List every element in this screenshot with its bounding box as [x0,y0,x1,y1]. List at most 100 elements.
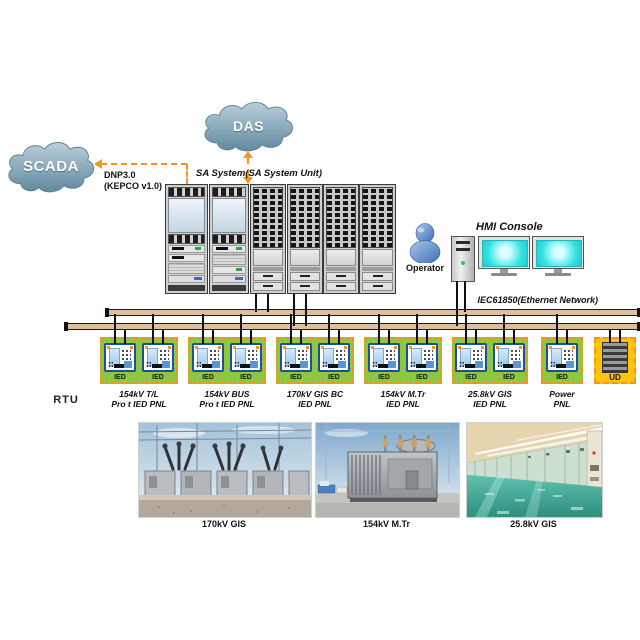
ied-device-label: IED [240,374,252,381]
rack-equipment-strip [168,275,205,284]
ethernet-bus-a [105,308,640,317]
scada-cloud: SCADA [4,137,98,195]
ied-device-label: IED [152,374,164,381]
ethernet-bus-b [64,322,640,331]
photo-caption-2: 154kV M.Tr [362,519,411,529]
rack-module-strip [168,234,205,244]
dnp-dashed-drop [186,164,188,184]
das-label: DAS [232,117,265,134]
rack-panel [290,249,320,267]
ied-device [368,343,400,372]
rack-equipment-strip [212,266,246,275]
photo-258kv-gis [466,422,603,518]
connection-wire [464,281,466,312]
dnp-label: DNP3.0 (KEPCO v1.0) [104,170,176,192]
operator-icon [404,223,446,264]
rack-unit [326,282,356,291]
ied-device-label: IED [465,374,477,381]
rack-base [168,285,205,292]
rack-unit [253,282,283,291]
ied-device [142,343,174,372]
rack-equipment-strip [212,275,246,284]
operator-label: Operator [405,263,444,273]
rack-unit [362,272,393,282]
rack-panel [326,249,356,267]
ied-device-label: IED [290,374,302,381]
rack-contents [168,187,205,292]
hmi-console-title: HMI Console [476,221,543,233]
ied-panel-154kv-bus: IED IED [188,337,266,384]
photo-caption-1: 170kV GIS [201,519,247,529]
ied-panel-170kv-gis-bc: IED IED [276,337,354,384]
rack-disk-grid [253,187,283,249]
dnp-dashed-line [101,163,187,165]
drive-slot [456,241,470,244]
photo-170kv-gis [138,422,312,518]
rack-screen [212,197,246,233]
rack-vent [212,253,246,266]
ied-device [406,343,438,372]
server-rack-dark-4 [359,184,396,294]
rack-module-strip [212,234,246,244]
ied-device-label: IED [378,374,390,381]
ied-device [192,343,224,372]
ied-device [104,343,136,372]
rack-screen [168,197,205,233]
ied-device [493,343,525,372]
rack-disk-grid [362,187,393,249]
rtu-label: RTU [53,394,79,406]
ied-panel-154kv-mtr: IED IED [364,337,442,384]
ud-box: UD [594,337,636,384]
rack-unit [326,272,356,282]
rack-module-strip [212,187,246,197]
rack-contents [212,187,246,292]
ied-device-label: IED [114,374,126,381]
rack-panel [362,249,393,267]
server-rack-dark-2 [287,184,323,294]
rack-panel [253,249,283,267]
cloud-shape-icon [8,142,95,193]
hmi-tower-pc [451,236,475,282]
rack-disk-grid [326,187,356,249]
hmi-monitor-2 [532,236,584,276]
ud-device [602,342,628,373]
ud-label: UD [609,373,621,382]
rack-unit [362,282,393,291]
server-rack-light-1 [165,184,208,294]
ied-panel-154kv-tl: IED IED [100,337,178,384]
das-cloud: DAS [200,97,297,154]
dnp-version: (KEPCO v1.0) [104,181,163,191]
server-rack-light-2 [209,184,249,294]
ied-panel-power: IED [541,337,583,384]
ied-device [318,343,350,372]
rack-equipment-strip [168,253,205,262]
sa-system-label: SA System(SA System Unit) [196,168,322,179]
rack-equipment-strip [212,244,246,253]
ied-panel-258kv-gis: IED IED [452,337,528,384]
cloud-shape-icon [204,101,293,152]
connection-wire [456,281,458,326]
rack-equipment-strip [168,244,205,253]
power-led [461,261,465,265]
rack-vent [168,262,205,275]
hmi-monitor-1 [478,236,530,276]
ied-device-label: IED [503,374,515,381]
photo-caption-3: 25.8kV GIS [510,519,557,529]
ied-device-label: IED [202,374,214,381]
rack-unit [290,272,320,282]
photo-154kv-mtr [315,422,460,518]
drive-slot [456,248,470,251]
ied-device [230,343,262,372]
das-dashed-link [247,158,249,177]
rack-disk-grid [290,187,320,249]
server-rack-dark-1 [250,184,286,294]
rack-module-strip [168,187,205,197]
ied-device-label: IED [556,374,568,381]
